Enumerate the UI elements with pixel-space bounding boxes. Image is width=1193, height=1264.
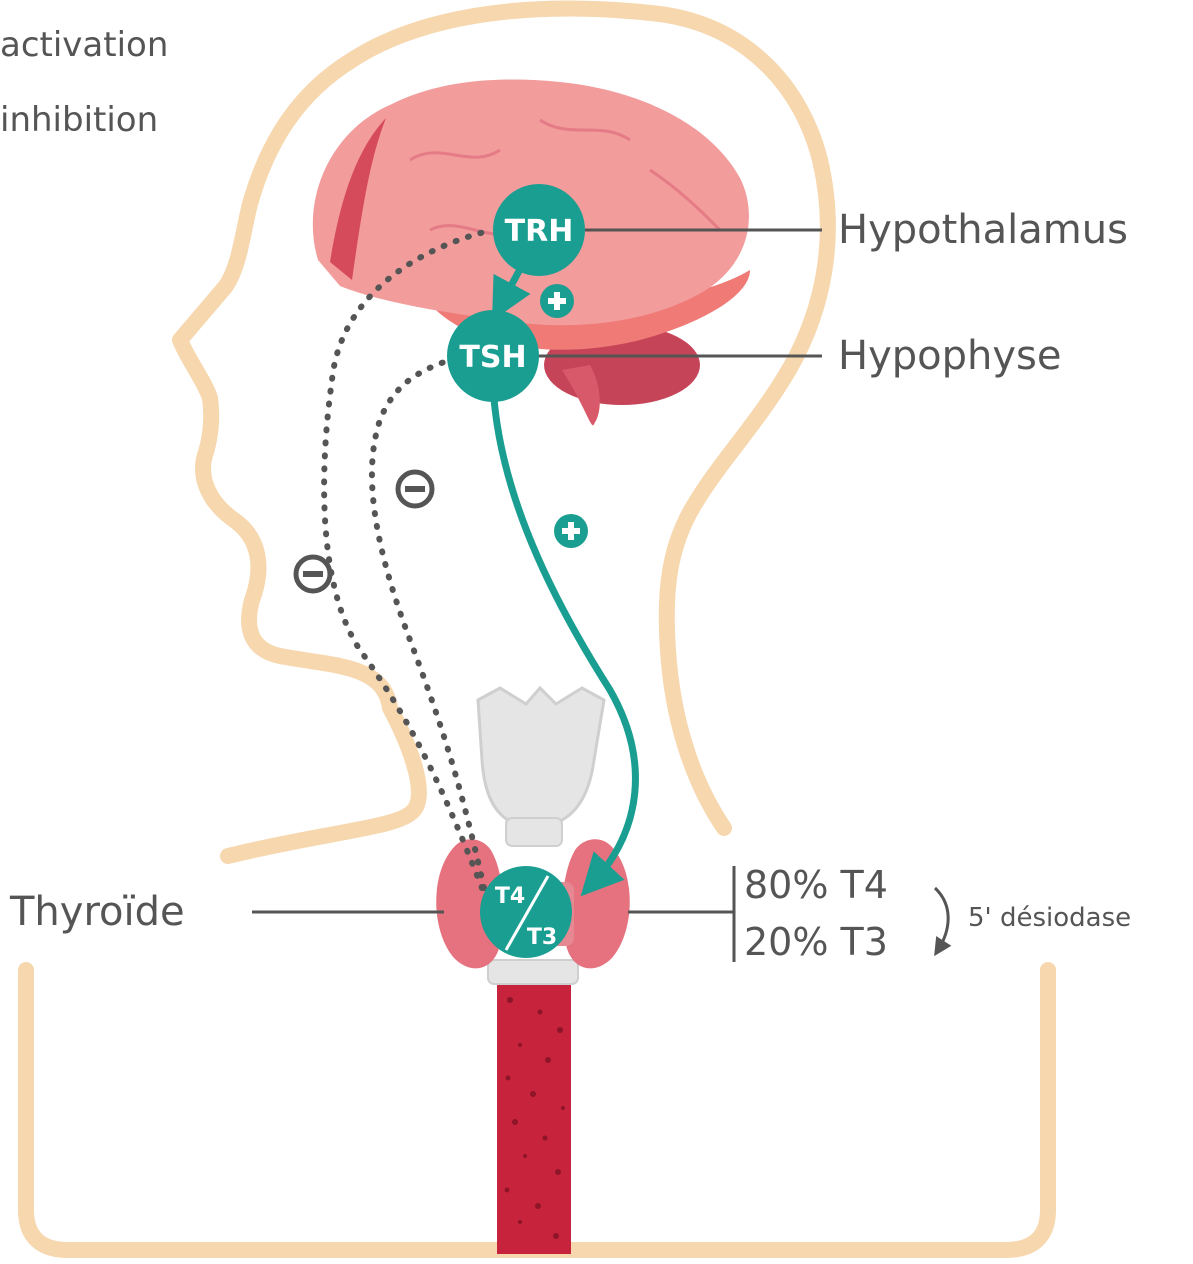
plus-sign-trh-tsh bbox=[540, 284, 574, 318]
legend-inhibition: inhibition bbox=[0, 100, 158, 140]
plus-sign-tsh-thyroid bbox=[554, 514, 588, 548]
minus-sign-hypothalamus bbox=[296, 557, 330, 591]
larynx bbox=[478, 688, 604, 820]
conversion-label: 5' désiodase bbox=[968, 903, 1131, 933]
trachea bbox=[497, 982, 571, 1254]
minus-sign-hypophyse bbox=[398, 472, 432, 506]
t3-label: T3 bbox=[527, 925, 557, 950]
trh-node: TRH bbox=[493, 184, 585, 276]
feedback-to-hypophyse bbox=[372, 360, 484, 888]
trh-label: TRH bbox=[505, 214, 574, 249]
conversion-arrow bbox=[935, 888, 948, 950]
thyroide-label: Thyroïde bbox=[9, 889, 185, 935]
hypothalamus-label: Hypothalamus bbox=[838, 207, 1128, 253]
legend-activation: activation bbox=[0, 25, 168, 65]
hypophyse-label: Hypophyse bbox=[838, 333, 1061, 379]
trachea-ring bbox=[488, 960, 578, 984]
tsh-label: TSH bbox=[459, 340, 526, 375]
t4-t3-node: T4 T3 bbox=[480, 866, 572, 958]
t4-share-label: 80% T4 bbox=[744, 863, 888, 907]
tsh-node: TSH bbox=[447, 310, 539, 402]
t4-label: T4 bbox=[495, 884, 525, 909]
t3-share-label: 20% T3 bbox=[744, 920, 888, 964]
